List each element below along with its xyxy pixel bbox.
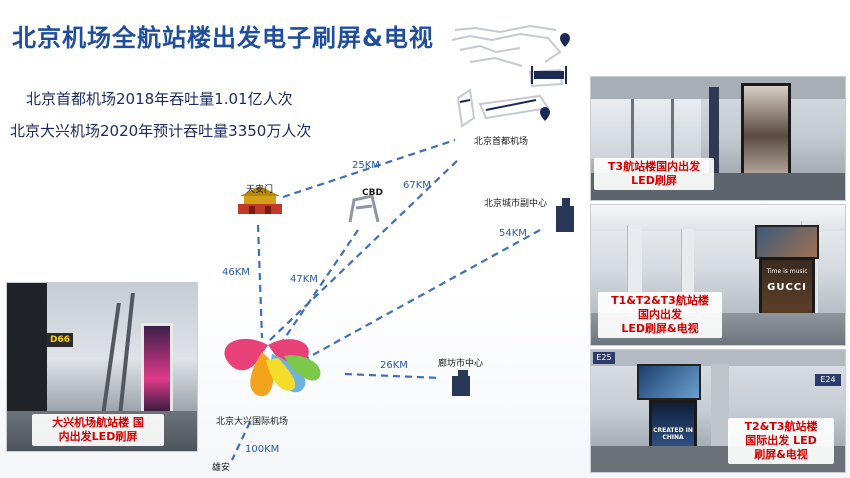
place-label-langfang: 廊坊市中心	[438, 357, 483, 369]
led-screen	[141, 323, 173, 417]
distance-label: 54KM	[499, 228, 527, 239]
photo-caption-t2-t3: T2&T3航站楼 国际出发 LED 刷屏&电视	[728, 418, 834, 464]
window-frame	[671, 99, 674, 159]
tv-screen	[755, 225, 819, 259]
photo-caption-t3: T3航站楼国内出发 LED刷屏	[594, 158, 714, 190]
tiananmen-icon	[238, 186, 282, 214]
route-lines	[231, 138, 541, 461]
gate-sign: E24	[815, 374, 841, 386]
cbd-tower-icon	[348, 194, 380, 223]
place-label-daxing-airport: 北京大兴国际机场	[216, 415, 288, 427]
building-icon	[556, 198, 574, 232]
location-pin-icon	[540, 33, 570, 121]
caption-line: T3航站楼国内出发	[607, 160, 701, 173]
distance-label: 67KM	[403, 180, 431, 191]
building-icon	[452, 370, 470, 396]
caption-line: LED刷屏&电视	[621, 322, 699, 335]
caption-line: T1&T2&T3航站楼	[611, 294, 709, 307]
screen-text: Time is music	[766, 268, 808, 275]
distance-label: 46KM	[222, 267, 250, 278]
pillar	[709, 87, 719, 187]
stat-daxing-airport: 北京大兴机场2020年预计吞吐量3350万人次	[10, 122, 312, 140]
slide-title: 北京机场全航站楼出发电子刷屏&电视	[12, 24, 434, 52]
photo-caption-daxing: 大兴机场航站楼 国 内出发LED刷屏	[32, 414, 164, 446]
caption-line: LED刷屏	[631, 174, 677, 187]
gate-sign: D66	[47, 333, 73, 347]
distance-label: 25KM	[352, 160, 380, 171]
stat-capital-airport: 北京首都机场2018年吞吐量1.01亿人次	[26, 90, 293, 108]
distance-label: 26KM	[380, 360, 408, 371]
place-label-cbd: CBD	[362, 188, 383, 198]
pillar	[711, 364, 729, 470]
caption-line: 刷屏&电视	[754, 448, 808, 461]
place-label-city-subcenter: 北京城市副中心	[484, 197, 547, 209]
daxing-airport-logo	[224, 338, 321, 397]
screen-text: GUCCI	[767, 282, 807, 293]
place-label-capital-airport: 北京首都机场	[474, 135, 528, 147]
distance-label: 100KM	[245, 444, 279, 455]
place-label-xiongan: 雄安	[212, 461, 230, 473]
gate-sign: E25	[593, 352, 615, 364]
caption-line: 大兴机场航站楼 国	[52, 416, 144, 429]
caption-line: 国内出发	[638, 308, 682, 321]
caption-line: 国际出发 LED	[745, 434, 817, 447]
caption-line: 内出发LED刷屏	[58, 430, 138, 443]
distance-label: 47KM	[290, 274, 318, 285]
photo-caption-t1-t2-t3: T1&T2&T3航站楼 国内出发 LED刷屏&电视	[598, 292, 722, 338]
tv-screen	[637, 364, 701, 400]
capital-airport-plan-dark	[459, 66, 567, 111]
caption-line: T2&T3航站楼	[744, 420, 818, 433]
window-frame	[591, 99, 701, 159]
place-label-tiananmen: 天安门	[246, 183, 273, 195]
window-frame	[631, 99, 634, 159]
ceiling	[591, 350, 845, 366]
screen-text: CREATED IN CHINA	[653, 427, 693, 441]
